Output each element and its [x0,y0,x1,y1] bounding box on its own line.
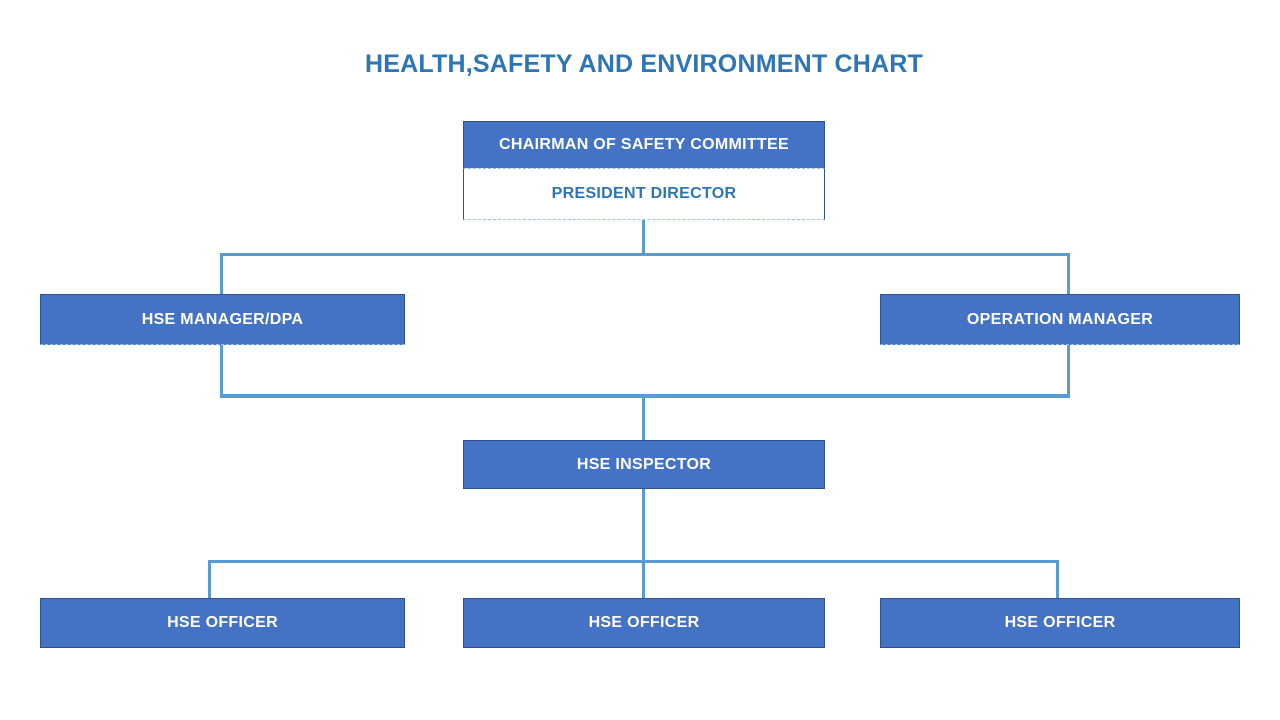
connector-bottom-left-drop [208,560,211,598]
node-president-director: PRESIDENT DIRECTOR [463,168,825,220]
node-hse-officer-2: HSE OFFICER [463,598,825,648]
connector-top-horizontal [220,253,1070,256]
chart-title: HEALTH,SAFETY AND ENVIRONMENT CHART [365,50,923,78]
connector-inspector-down [642,489,645,598]
connector-root-down [642,220,645,255]
node-operation-manager: OPERATION MANAGER [880,294,1240,345]
node-chairman-role: CHAIRMAN OF SAFETY COMMITTEE [463,121,825,168]
node-chairman: CHAIRMAN OF SAFETY COMMITTEE PRESIDENT D… [463,121,825,220]
node-hse-inspector: HSE INSPECTOR [463,440,825,489]
node-hse-officer-1: HSE OFFICER [40,598,405,648]
node-hse-manager-dpa: HSE MANAGER/DPA [40,294,405,345]
connector-bottom-horizontal [208,560,1059,563]
connector-mid-horizontal [220,394,1070,398]
connector-mid-down [642,394,645,440]
node-hse-officer-3: HSE OFFICER [880,598,1240,648]
connector-bottom-right-drop [1056,560,1059,598]
